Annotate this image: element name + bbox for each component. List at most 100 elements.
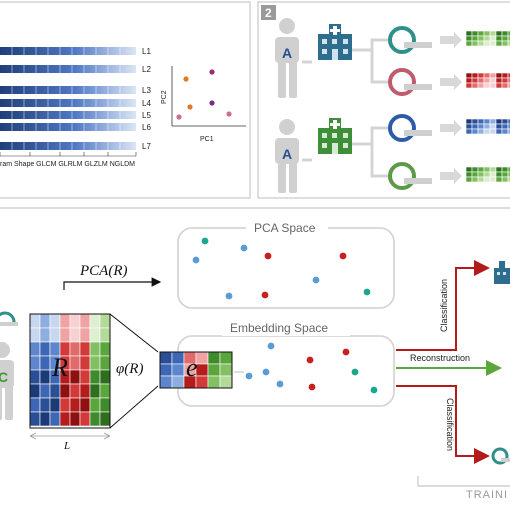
flow-arrows [440,32,462,184]
output-matrix-cell [465,77,473,84]
output-matrix-cell [507,72,510,79]
axis-label-pc2: PC2 [161,90,168,104]
output-matrix-cell [507,123,510,130]
output-matrix-cell [477,72,485,79]
r-matrix-border [29,313,111,429]
patient-letter-bottom: A [282,146,292,162]
output-matrix-cell [507,30,510,37]
patient-icon-top [275,18,299,98]
embedding-cell [159,375,173,389]
output-matrix-cell [471,40,479,47]
output-matrix-cell [501,77,509,84]
output-matrix-cell [501,123,509,130]
output-matrix-cell [495,77,503,84]
output-matrix-cell [489,30,497,37]
output-matrix-cell [477,171,485,178]
output-matrix-cell [477,35,485,42]
r-matrix-cell [29,411,41,427]
output-matrix-cell [495,123,503,130]
output-matrix-cell [483,123,491,130]
r-matrix-cell [39,411,51,427]
output-matrix-cell [495,35,503,42]
feature-bars [0,47,136,150]
r-matrix-cell [49,383,61,399]
embedding-cell [171,375,185,389]
r-matrix-cell [39,397,51,413]
r-matrix-cell [39,341,51,357]
bar-L3 [0,86,136,94]
r-matrix-cell [89,383,101,399]
r-matrix-cell [59,327,71,343]
output-matrix-cell [477,40,485,47]
output-matrix-cell [495,118,503,125]
output-matrix-cell [495,30,503,37]
r-matrix-cell [79,397,91,413]
r-matrix-cell [79,369,91,385]
r-matrix-cell [99,411,111,427]
output-matrix-cell [483,35,491,42]
output-matrix-cell [489,72,497,79]
r-matrix [29,313,111,429]
output-matrix-cell [465,40,473,47]
pca-arrow [63,277,162,290]
output-matrix-cell [471,171,479,178]
r-matrix-cell [59,313,71,329]
output-matrix-cell [483,30,491,37]
embedding-cell [171,363,185,377]
scanner-icon-2 [388,68,432,96]
r-matrix-cell [69,411,81,427]
output-matrix-cell [465,166,473,173]
r-matrix-cell [79,313,91,329]
output-matrix-cell [465,171,473,178]
output-matrix-cell [471,72,479,79]
output-matrix-cell [471,123,479,130]
output-matrix-cell [489,40,497,47]
row-label-L1: L1 [142,47,151,56]
output-matrix-cell [477,123,485,130]
output-matrix-cell [507,176,510,183]
output-matrix-cell [483,118,491,125]
output-matrix-cell [501,166,509,173]
output-matrix-cell [477,128,485,135]
output-matrix-cell [465,72,473,79]
training-label: TRAINI [466,489,508,501]
pca-expression: PCA(R) [79,263,127,279]
r-matrix-cell [99,313,111,329]
r-matrix-cell [79,355,91,371]
r-matrix-cell [39,313,51,329]
length-label: L [63,440,70,452]
r-matrix-cell [29,369,41,385]
r-matrix-cell [89,411,101,427]
embedding-cell [195,351,209,365]
embedding-border [159,351,233,389]
r-matrix-cell [89,313,101,329]
point [226,111,232,117]
r-matrix-cell [89,397,101,413]
panel1-frame [0,1,251,199]
output-matrix-cell [465,128,473,135]
r-matrix-cell [79,327,91,343]
output-matrix-cell [477,166,485,173]
row-label-L4: L4 [142,99,151,108]
patient-letter-top: A [282,45,292,61]
r-matrix-cell [39,355,51,371]
bar-L2 [0,65,136,73]
output-matrix-cell [495,128,503,135]
embedding-vector [159,351,233,389]
output-matrix-cell [501,40,509,47]
output-matrix-cell [483,166,491,173]
panel2-number-badge [261,5,276,20]
r-matrix-cell [69,313,81,329]
scanner-icon-3 [388,114,432,142]
output-matrix-cell [465,30,473,37]
classification-bottom-label: Classification [445,398,455,451]
output-matrix-cell [495,171,503,178]
output-matrix-cell [471,128,479,135]
r-matrix-cell [29,341,41,357]
r-matrix-cell [99,397,111,413]
output-matrix-cell [477,30,485,37]
bar-L1 [0,47,136,55]
hospital-icon-top [318,24,352,60]
